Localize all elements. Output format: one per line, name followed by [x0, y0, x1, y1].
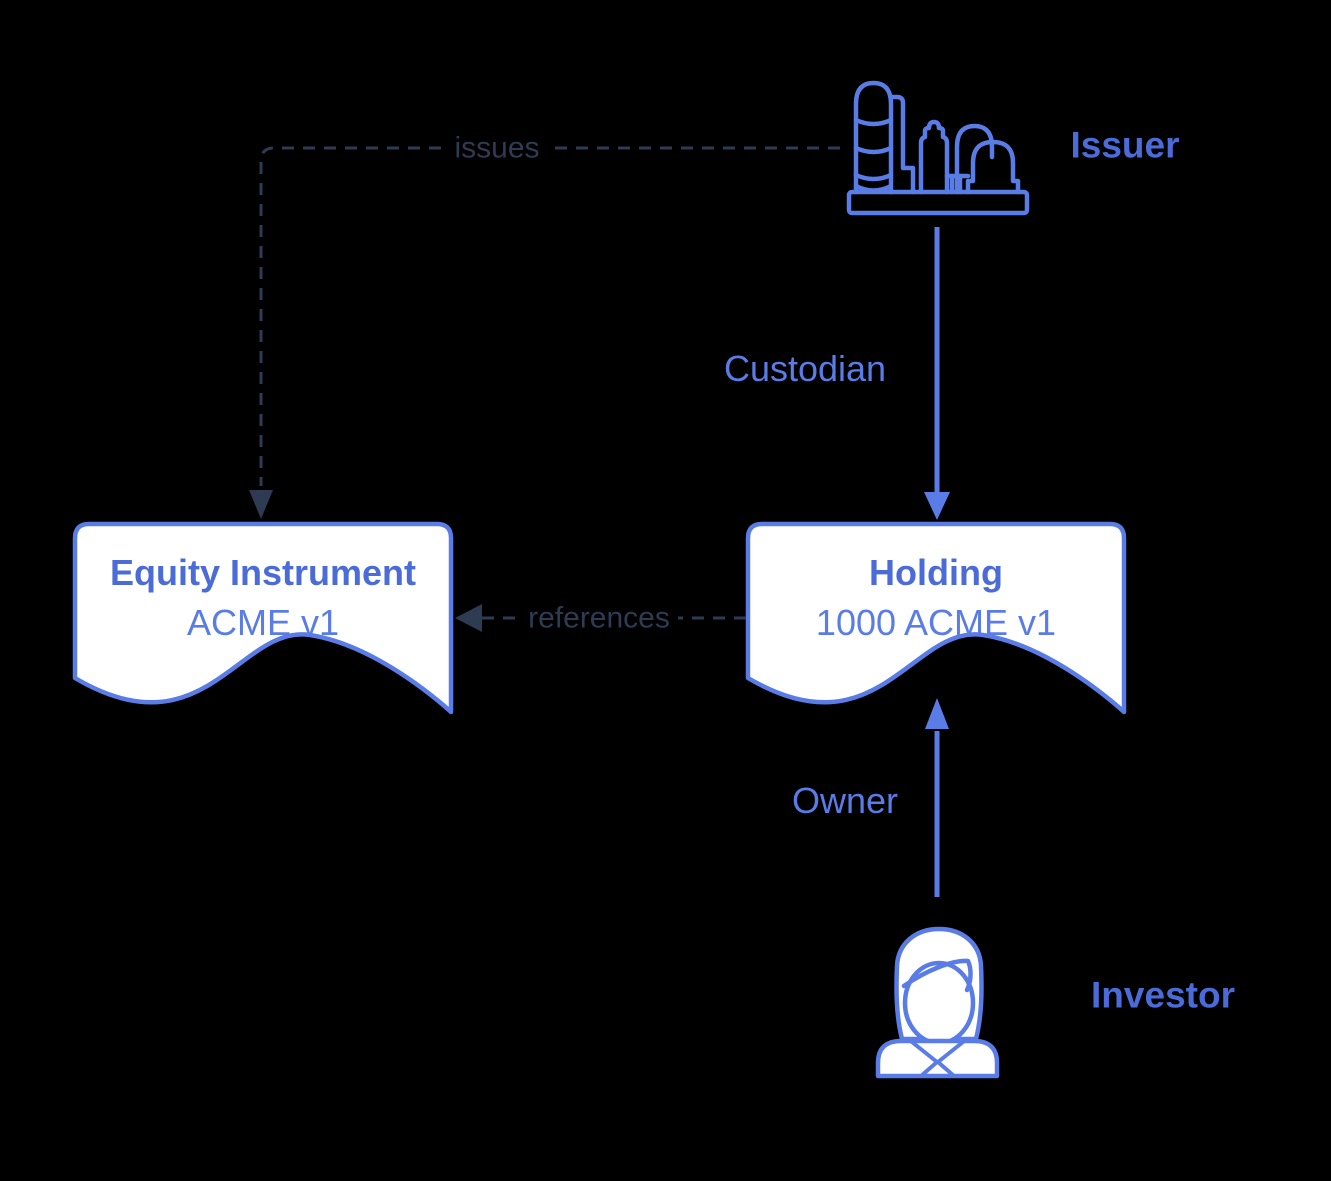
holding-subtitle: 1000 ACME v1: [815, 602, 1057, 644]
owner-edge-label: Owner: [791, 780, 899, 822]
person-face: [902, 960, 976, 1046]
holding-node: [745, 521, 1127, 715]
custodian-edge-label: Custodian: [723, 348, 887, 390]
investor-label: Investor: [1091, 974, 1235, 1016]
person-fringe: [901, 958, 973, 993]
equity-instrument-node: [72, 521, 454, 715]
issues-edge-label: issues: [446, 131, 548, 165]
issues-arrowhead: [249, 490, 273, 519]
person-body: [875, 1038, 1000, 1079]
person-collar: [910, 1040, 965, 1078]
issuer-label: Issuer: [1070, 124, 1180, 166]
owner-arrowhead: [925, 698, 949, 729]
custodian-arrowhead: [924, 492, 950, 520]
person-icon: [875, 926, 1000, 1079]
references-arrowhead: [455, 604, 482, 632]
factory-icon: [846, 80, 1030, 216]
references-edge-label: references: [520, 601, 678, 635]
equity-instrument-subtitle: ACME v1: [186, 602, 340, 644]
equity-instrument-title: Equity Instrument: [109, 552, 417, 594]
issues-edge-line: [259, 146, 840, 486]
holding-title: Holding: [869, 552, 1003, 594]
